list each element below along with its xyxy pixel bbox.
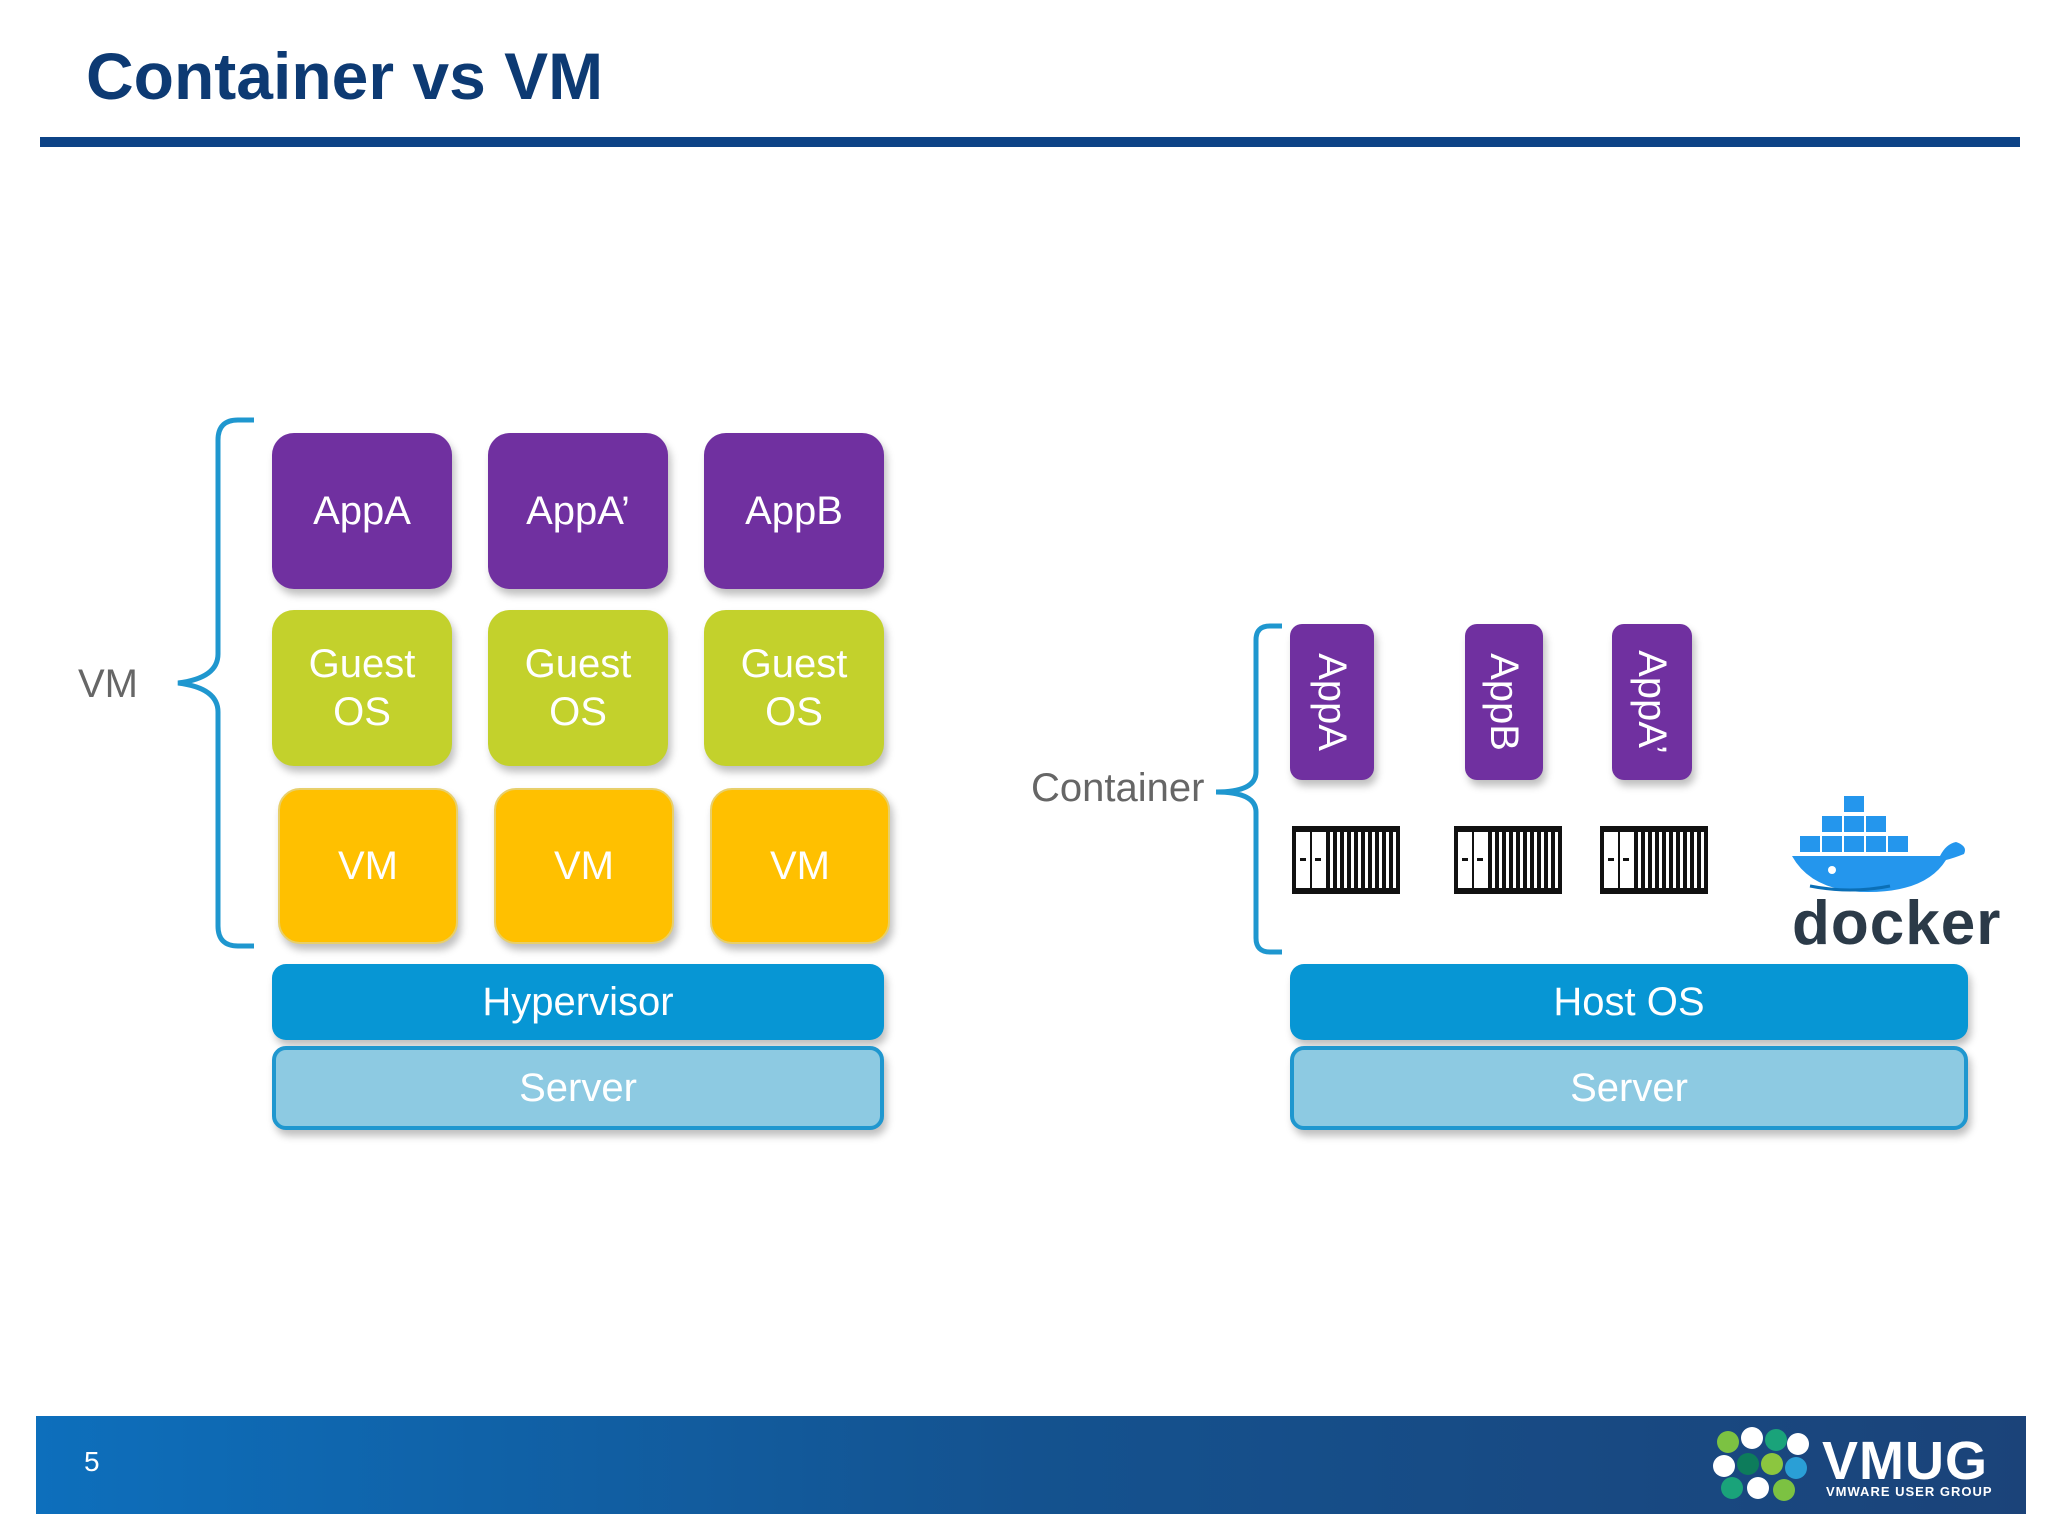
vm-brace-icon (177, 417, 254, 949)
vm-box-1: VM (278, 788, 458, 944)
footer-bar (36, 1416, 2026, 1514)
title-rule (40, 137, 2020, 147)
guest-os-3: Guest OS (704, 610, 884, 766)
vm-app-b: AppB (704, 433, 884, 589)
container-app-a-prime-label: AppA’ (1630, 650, 1674, 754)
docker-whale-icon (1792, 796, 1965, 892)
container-app-a-prime: AppA’ (1612, 624, 1692, 780)
container-app-a: AppA (1290, 624, 1374, 780)
slide-title: Container vs VM (86, 39, 604, 113)
shipping-container-icon-3 (1600, 826, 1708, 894)
shipping-container-icon-2 (1454, 826, 1562, 894)
docker-wordmark: docker (1792, 889, 2002, 958)
vm-app-a: AppA (272, 433, 452, 589)
container-server-layer: Server (1290, 1046, 1968, 1130)
container-app-b-label: AppB (1482, 653, 1527, 751)
host-os-layer: Host OS (1290, 964, 1968, 1040)
vm-server-layer: Server (272, 1046, 884, 1130)
vmug-brand-subtitle: VMWARE USER GROUP (1826, 1484, 1993, 1499)
vm-box-3: VM (710, 788, 890, 944)
hypervisor-layer: Hypervisor (272, 964, 884, 1040)
vmug-brand: VMUG (1822, 1431, 1988, 1491)
container-app-a-label: AppA (1310, 653, 1355, 751)
guest-os-2: Guest OS (488, 610, 668, 766)
shipping-container-icon-1 (1292, 826, 1400, 894)
guest-os-1: Guest OS (272, 610, 452, 766)
vm-app-a-prime: AppA’ (488, 433, 668, 589)
vm-box-2: VM (494, 788, 674, 944)
vmug-logo-icon (1713, 1427, 1809, 1501)
vm-brace-label: VM (78, 662, 138, 706)
container-brace-icon (1215, 623, 1282, 955)
container-brace-label: Container (1031, 766, 1205, 810)
container-app-b: AppB (1465, 624, 1543, 780)
page-number: 5 (84, 1446, 100, 1477)
